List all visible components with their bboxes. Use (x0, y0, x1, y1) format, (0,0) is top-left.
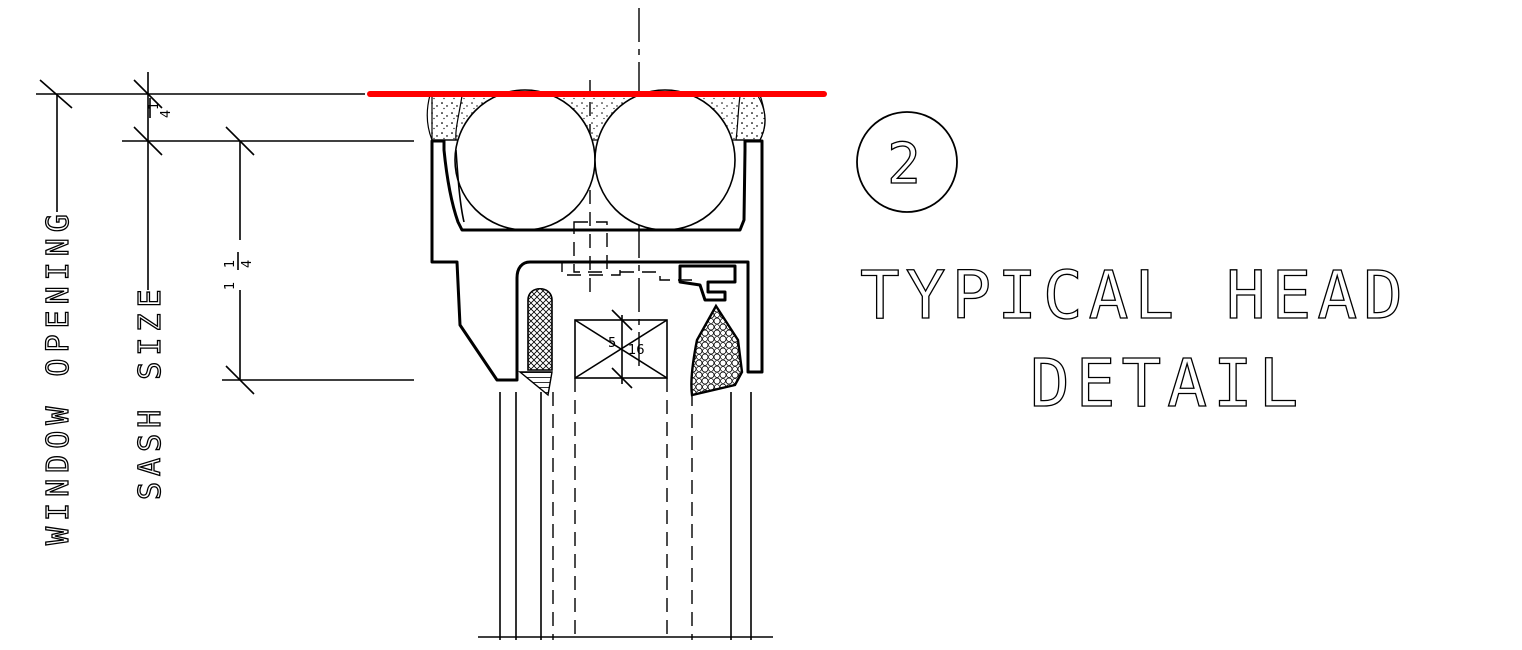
detail-title-line2: DETAIL (1030, 345, 1304, 422)
sash-head-num: 1 (223, 260, 238, 268)
jamb-lines (478, 378, 773, 640)
dimension-lines (36, 72, 414, 395)
sash-head-den: 4 (240, 260, 255, 268)
detail-number: 2 (887, 132, 927, 197)
stop-x-2 (574, 319, 668, 379)
weatherstrip-hook (678, 264, 737, 302)
head-gap-num: 1 (147, 102, 162, 110)
sash-stile-dashed (573, 221, 608, 273)
detail-callout-circle (856, 111, 958, 213)
foam-seal (690, 303, 744, 397)
sash-size-label: SASH SIZE (133, 283, 168, 500)
gasket-crosshatch (527, 287, 553, 371)
head-frame-inner (455, 149, 465, 223)
sash-head-whole: 1 (223, 282, 238, 290)
backer-rod-right (594, 89, 736, 231)
detail-title-line1: TYPICAL HEAD (860, 257, 1409, 334)
stop-dim-num: 5 (608, 336, 616, 351)
window-opening-label: WINDOW OPENING (41, 208, 76, 545)
head-frame-profile (430, 139, 764, 382)
gasket-base (518, 371, 553, 397)
backer-rod-left (454, 89, 596, 231)
head-gap-den: 4 (159, 110, 174, 118)
stop-dim-den: 16 (628, 343, 645, 358)
